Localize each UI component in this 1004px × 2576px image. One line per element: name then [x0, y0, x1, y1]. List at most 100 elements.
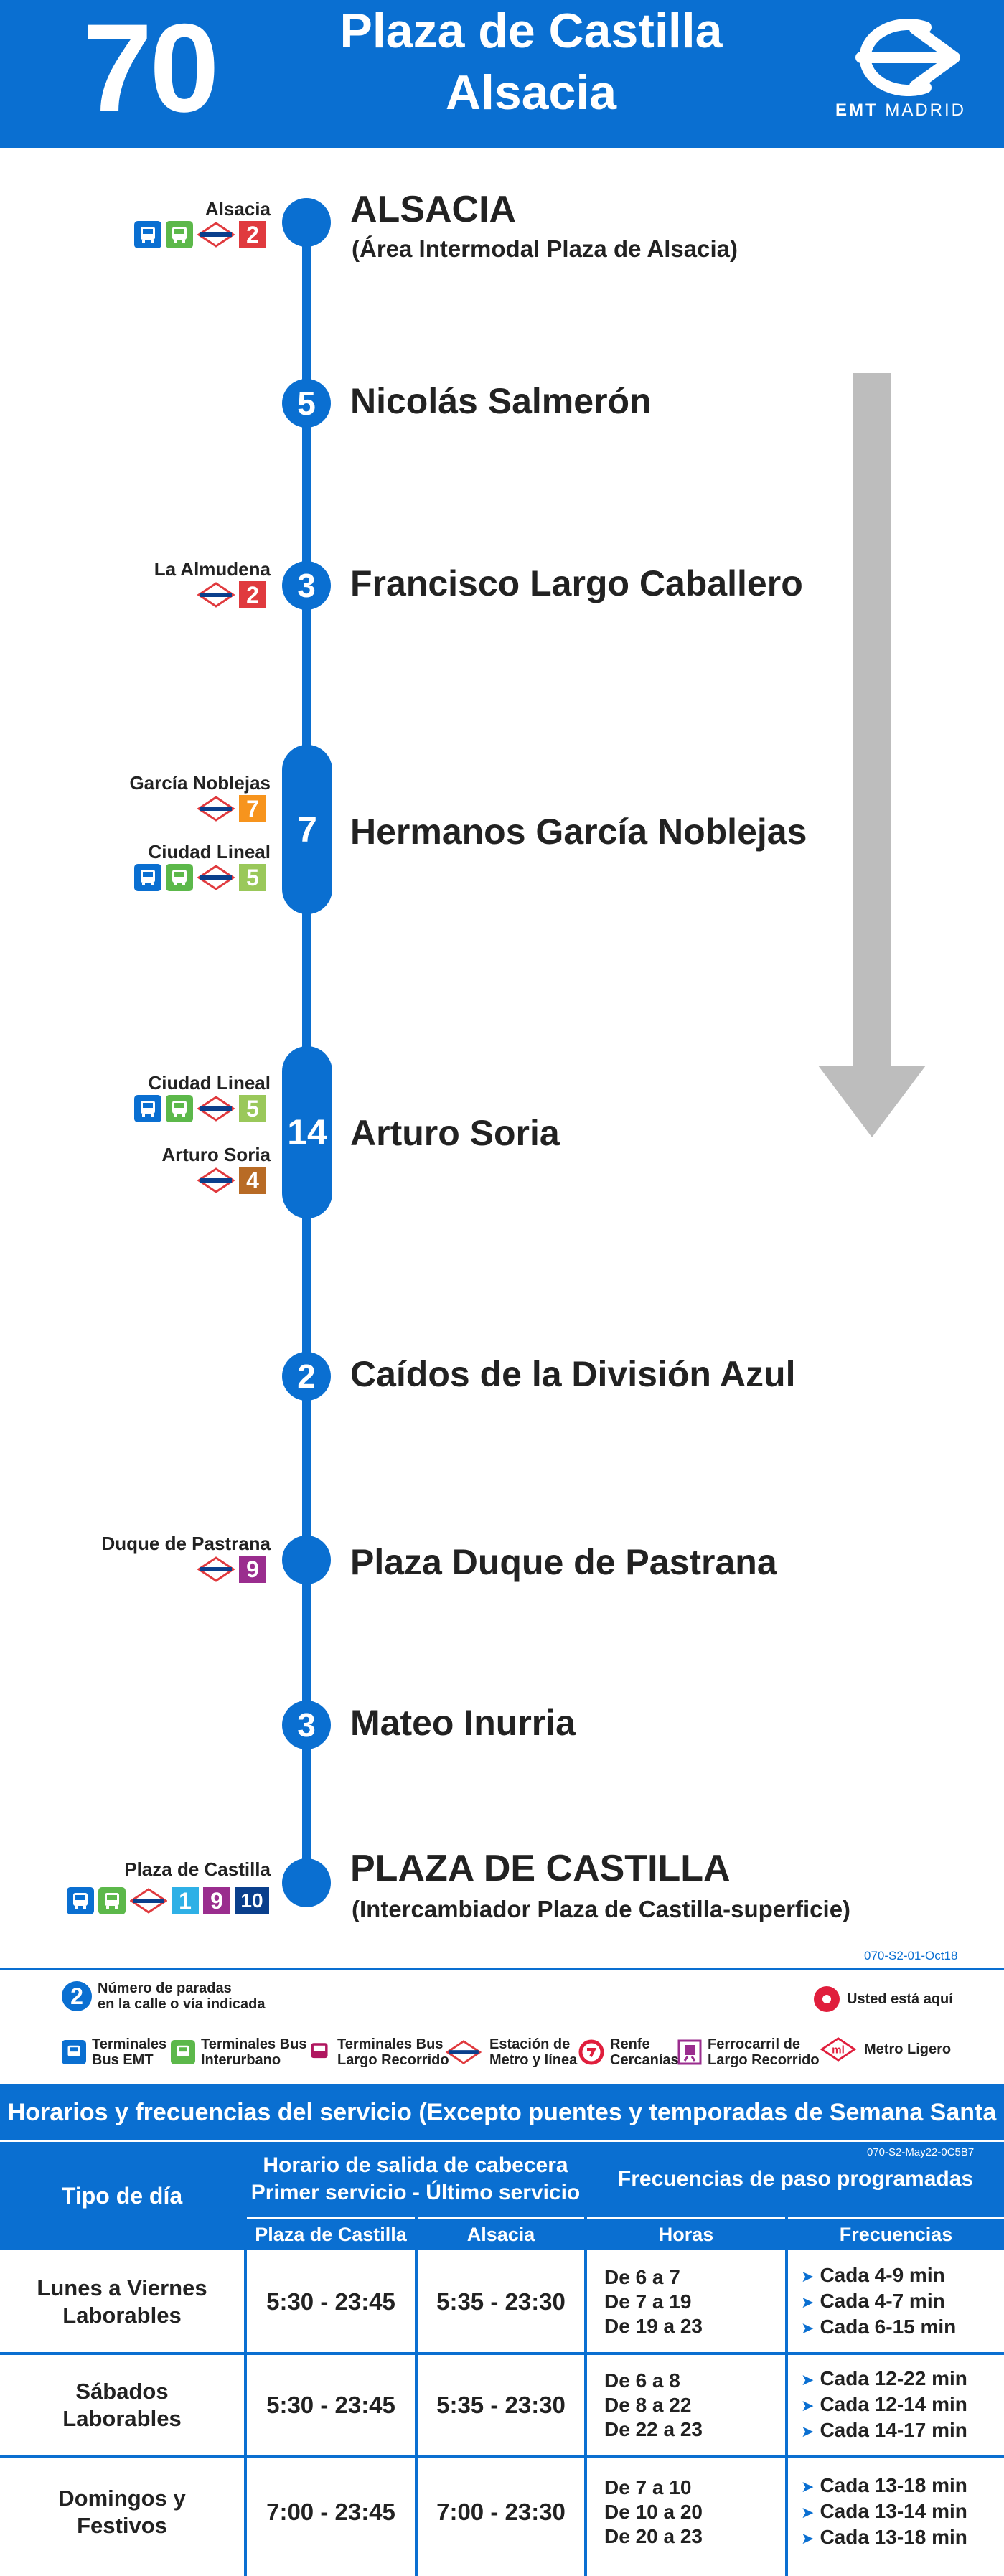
emt-logo-icon: [855, 19, 960, 96]
hours-item: De 8 a 22: [604, 2394, 692, 2416]
emt-wordmark-city: MADRID: [885, 100, 966, 120]
metro-line-badge: 9: [203, 1887, 230, 1914]
metro-line-badge: 2: [239, 581, 266, 608]
hours-item: De 7 a 10: [604, 2476, 692, 2499]
legend-text-line: Interurbano: [201, 2052, 281, 2068]
connection-icons: 4: [197, 1167, 266, 1194]
metro-icon: [197, 582, 235, 608]
metro-icon: [197, 222, 235, 248]
table-code: 070-S2-May22-0C5B7: [867, 2146, 975, 2158]
legend-text-line: Terminales Bus: [201, 2036, 307, 2052]
grid-line: [584, 2142, 587, 2576]
schedule-table: Horarios y frecuencias del servicio (Exc…: [0, 2084, 1004, 2576]
terminal-dot: [282, 1858, 331, 1907]
stop-name: Nicolás Salmerón: [350, 381, 652, 421]
stop-name: Caídos de la División Azul: [350, 1354, 796, 1394]
frequency-item: Cada 6-15 min: [801, 2315, 956, 2341]
connection-label: Plaza de Castilla: [124, 1858, 271, 1880]
metro-ligero-icon: ml: [820, 2037, 857, 2062]
stop-dot: [282, 1536, 331, 1584]
table-cell-plaza: 5:30 - 23:45: [266, 2288, 395, 2315]
stop-count-badge: 2: [282, 1352, 331, 1401]
table-row-day: Sábados Laborables: [0, 2355, 244, 2455]
hours-item: De 6 a 7: [604, 2265, 680, 2288]
connection-icons: 2: [197, 581, 266, 608]
line-number: 70: [83, 0, 220, 138]
legend-text-line: Cercanías: [610, 2052, 679, 2068]
hours-item: De 7 a 19: [604, 2290, 692, 2313]
table-cell-alsacia: 7:00 - 23:30: [436, 2499, 566, 2525]
metro-line-badge: 1: [172, 1887, 199, 1914]
subheader-hours: Horas: [587, 2219, 785, 2250]
legend-text-line: Metro Ligero: [864, 2041, 952, 2057]
legend-stop-count: 2 Número de paradas en la calle o vía in…: [62, 1980, 265, 2012]
table-cell-plaza: 7:00 - 23:45: [266, 2499, 395, 2525]
connection-icons: 9: [197, 1556, 266, 1583]
day-line: Laborables: [62, 2302, 182, 2328]
legend-text-line: Estación de: [489, 2036, 571, 2052]
bus-interurban-icon: [166, 1095, 193, 1122]
legend-text-line: Bus EMT: [92, 2052, 154, 2068]
hours-item: De 19 a 23: [604, 2314, 703, 2337]
legend: 2 Número de paradas en la calle o vía in…: [0, 1973, 1004, 2081]
subheader-frequencies: Frecuencias: [788, 2219, 1004, 2250]
table-cell-frequencies: Cada 13-18 min Cada 13-14 min Cada 13-18…: [801, 2458, 1004, 2566]
hours-item: De 22 a 23: [604, 2418, 703, 2440]
connection-icons: 1 9 10: [67, 1887, 269, 1914]
stop-name: Arturo Soria: [350, 1113, 560, 1153]
metro-icon: [197, 796, 235, 822]
subheader-alsacia: Alsacia: [418, 2219, 584, 2250]
legend-you-are-here: Usted está aquí: [812, 1985, 953, 2013]
bus-emt-icon: [134, 1095, 161, 1122]
frequency-item: Cada 12-14 min: [801, 2392, 967, 2418]
stop-name: Plaza Duque de Pastrana: [350, 1542, 777, 1582]
table-cell-plaza: 5:30 - 23:45: [266, 2392, 395, 2418]
stop-subtitle: (Área Intermodal Plaza de Alsacia): [352, 235, 738, 262]
bus-long-distance-icon: [307, 2040, 332, 2064]
metro-line-badge: 4: [239, 1167, 266, 1194]
long-distance-rail-icon: [677, 2039, 702, 2065]
grid-line: [415, 2217, 418, 2576]
connection-label: Alsacia: [205, 198, 271, 220]
stop-name: ALSACIA: [350, 189, 517, 230]
stop-name: PLAZA DE CASTILLA: [350, 1848, 731, 1889]
metro-line-badge: 5: [239, 1095, 266, 1122]
day-line: Domingos y: [58, 2486, 186, 2511]
stop-name: Mateo Inurria: [350, 1703, 576, 1743]
connection-icons: 5: [134, 864, 266, 891]
col-header-frequency: Frecuencias de paso programadas: [587, 2142, 1004, 2217]
legend-text-line: Largo Recorrido: [337, 2052, 449, 2068]
connection-label: Arturo Soria: [161, 1144, 271, 1165]
frequency-item: Cada 4-7 min: [801, 2289, 956, 2315]
bus-emt-icon: [62, 2040, 86, 2064]
legend-text-line: Terminales Bus: [337, 2036, 444, 2052]
svg-text:ml: ml: [832, 2044, 845, 2056]
legend-text: Usted está aquí: [847, 1991, 953, 2007]
connection-label: Ciudad Lineal: [148, 841, 271, 862]
schedule-title: Horarios y frecuencias del servicio (Exc…: [0, 2084, 1004, 2182]
stop-count-badge: 3: [282, 1701, 331, 1749]
grid-line: [244, 2142, 247, 2576]
legend-metro-ligero: ml Metro Ligero: [818, 2036, 951, 2062]
legend-text-line: Ferrocarril de: [708, 2036, 800, 2052]
hours-item: De 6 a 8: [604, 2369, 680, 2392]
legend-text-line: Número de paradas: [98, 1980, 232, 1996]
frequency-item: Cada 13-18 min: [801, 2525, 967, 2551]
stop-subtitle: (Intercambiador Plaza de Castilla-superf…: [352, 1896, 851, 1922]
connection-icons: 2: [134, 221, 266, 248]
terminal-dot: [282, 198, 331, 247]
metro-line-badge: 7: [239, 795, 266, 822]
frequency-item: Cada 13-14 min: [801, 2499, 967, 2525]
legend-separator: [0, 1968, 1004, 1970]
col-header-departure: Horario de salida de cabecera Primer ser…: [247, 2142, 584, 2217]
table-cell-frequencies: Cada 4-9 min Cada 4-7 min Cada 6-15 min: [801, 2251, 1004, 2352]
stop-name: Hermanos García Noblejas: [350, 812, 807, 852]
stop-count-badge: 14: [282, 1046, 332, 1218]
table-cell-alsacia: 5:35 - 23:30: [436, 2392, 566, 2418]
metro-line-badge: 5: [239, 864, 266, 891]
direction-arrow-icon: [818, 373, 926, 1137]
legend-stop-count-text: Número de paradas en la calle o vía indi…: [98, 1980, 265, 2012]
